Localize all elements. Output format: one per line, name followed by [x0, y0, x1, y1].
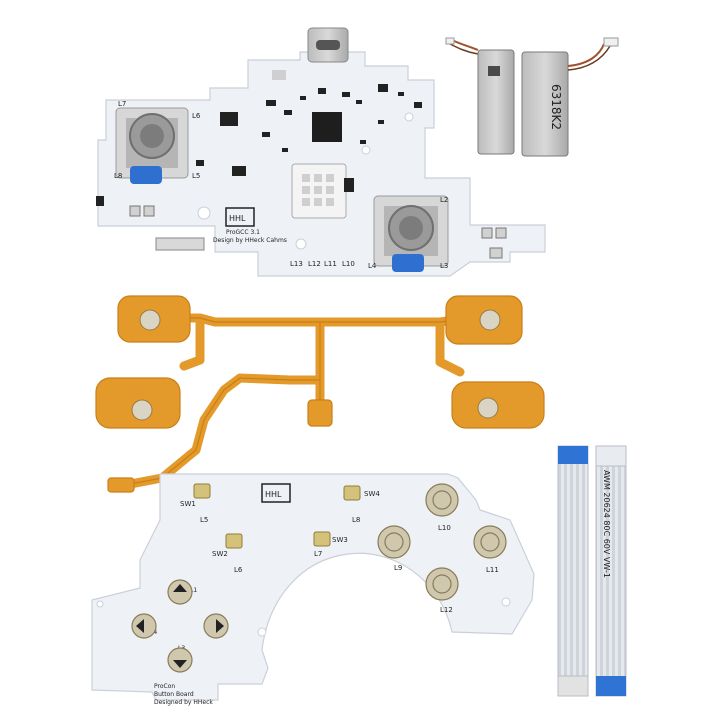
- main-pcb: HHL ProGCC 3.1 Design by HHeck Cahms L7 …: [96, 27, 546, 277]
- dome-contacts: [131, 309, 501, 421]
- button-board-logo: HHL: [265, 490, 282, 499]
- sw1-label: SW1: [180, 500, 196, 508]
- rf-module: [291, 163, 347, 219]
- right-joystick: [373, 195, 449, 272]
- mount-hole: [257, 627, 267, 637]
- label-l2: L2: [440, 196, 448, 204]
- label-l12: L12: [308, 260, 321, 268]
- led-label-l8: L8: [352, 516, 360, 524]
- label-l7: L7: [118, 100, 126, 108]
- led-label-l1: L1: [190, 587, 197, 594]
- sw3-switch: [313, 531, 331, 547]
- joystick-switch-blue: [392, 254, 424, 272]
- ribbon-cable-right: AWM 20624 80C 60V VW-1: [595, 445, 627, 697]
- led-label-l11: L11: [486, 566, 499, 574]
- main-board-title: ProGCC 3.1: [226, 229, 260, 236]
- label-l6: L6: [192, 112, 201, 120]
- led-label-l7: L7: [314, 550, 322, 558]
- led-label-l10: L10: [438, 524, 451, 532]
- fpc-connector: [155, 237, 205, 251]
- joystick-switch-blue: [130, 166, 162, 184]
- face-button-pads: [377, 483, 507, 601]
- button-board-footer-1: ProCon: [154, 683, 175, 690]
- led-label-l12: L12: [440, 606, 453, 614]
- button-board-footer-3: Designed by HHeck: [154, 699, 213, 706]
- label-l5: L5: [192, 172, 200, 180]
- mount-hole: [295, 238, 307, 250]
- button-board: HHL SW1 SW2 SW3 SW4 L5 L6 L7 L8 L9 L10 L…: [91, 473, 535, 706]
- ribbon-cable-left: [557, 445, 589, 697]
- smd-components: [96, 70, 422, 206]
- label-l3: L3: [440, 262, 448, 270]
- main-board-credit: Design by HHeck Cahms: [213, 237, 287, 244]
- button-board-footer-2: Button Board: [154, 691, 194, 698]
- led-label-l5: L5: [200, 516, 208, 524]
- ribbon-cables: AWM 20624 80C 60V VW-1: [557, 445, 627, 697]
- sw1-switch: [193, 483, 211, 499]
- label-l8: L8: [114, 172, 122, 180]
- left-joystick: [115, 107, 189, 184]
- label-l13: L13: [290, 260, 303, 268]
- rumble-motor-right: [521, 51, 569, 157]
- mcu-chip: [312, 112, 342, 142]
- main-board-logo: HHL: [229, 214, 246, 223]
- sw3-label: SW3: [332, 536, 348, 544]
- mount-hole: [96, 600, 104, 608]
- flex-pcb: [95, 295, 545, 493]
- label-l10: L10: [342, 260, 355, 268]
- sw4-label: SW4: [364, 490, 380, 498]
- mount-hole: [404, 112, 414, 122]
- rumble-motor-left: [477, 49, 515, 155]
- sw2-switch: [225, 533, 243, 549]
- ribbon-cable-marking: AWM 20624 80C 60V VW-1: [602, 470, 611, 578]
- label-l11: L11: [324, 260, 337, 268]
- sw4-switch: [343, 485, 361, 501]
- label-l4: L4: [368, 262, 377, 270]
- test-pads: [129, 205, 507, 259]
- mount-hole: [501, 597, 511, 607]
- rumble-motor-marking: 6318K2: [549, 84, 563, 130]
- led-label-l9: L9: [394, 564, 402, 572]
- mount-hole: [361, 145, 371, 155]
- mount-hole: [197, 206, 211, 220]
- sw2-label: SW2: [212, 550, 228, 558]
- led-label-l6: L6: [234, 566, 243, 574]
- tact-switches: [193, 483, 361, 549]
- rumble-motors: 6318K2: [445, 37, 619, 157]
